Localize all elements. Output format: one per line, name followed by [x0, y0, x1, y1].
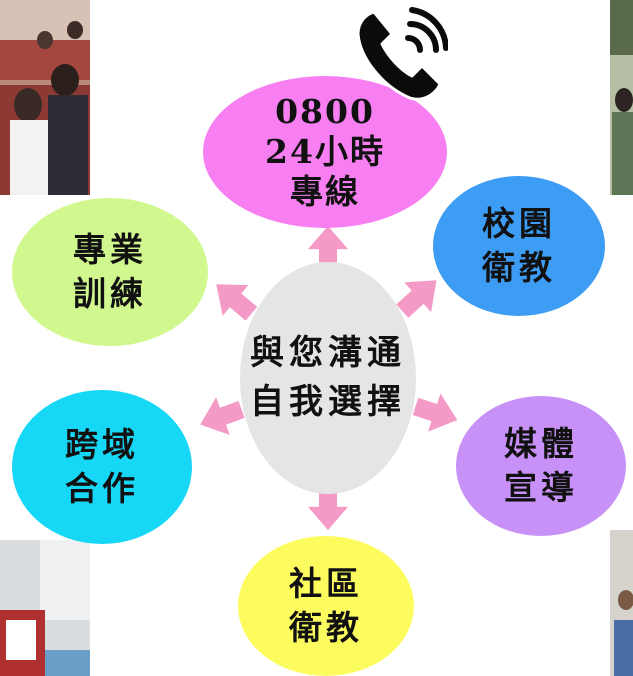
node-professional-training[interactable]: 專業 訓練 — [12, 198, 208, 346]
photo-staff-bottomleft — [0, 540, 90, 676]
photo-audience-topleft — [0, 0, 90, 195]
node-campus-health-education[interactable]: 校園 衛教 — [433, 176, 605, 316]
arrow-to-media — [412, 393, 458, 432]
hub-line-1: 與您溝通 — [250, 332, 406, 373]
node-media-promotion[interactable]: 媒體 宣導 — [456, 396, 626, 536]
arrow-to-hotline — [308, 226, 348, 268]
node-hotline[interactable]: 0800 24小時 專線 — [203, 76, 447, 228]
arrow-to-crossdomain — [200, 397, 245, 435]
arrow-to-campus — [396, 280, 437, 318]
photo-audience-topright — [610, 0, 633, 195]
phone-icon — [356, 7, 448, 101]
media-line-1: 媒體 — [504, 424, 578, 464]
crossdomain-line-2: 合作 — [65, 469, 139, 508]
hotline-line-2: 24小時 — [265, 131, 385, 171]
arrow-to-community — [308, 488, 348, 530]
node-cross-domain-cooperation[interactable]: 跨域 合作 — [12, 390, 192, 544]
crossdomain-line-1: 跨域 — [65, 425, 139, 465]
hotline-line-1: 0800 — [275, 91, 375, 131]
hub-node[interactable]: 與您溝通 自我選擇 — [240, 262, 416, 494]
hotline-line-3: 專線 — [290, 172, 360, 212]
hub-line-2: 自我選擇 — [250, 382, 406, 422]
campus-line-1: 校園 — [482, 204, 556, 244]
campus-line-2: 衛教 — [482, 248, 556, 287]
community-line-1: 社區 — [289, 564, 363, 604]
training-line-2: 訓練 — [73, 274, 147, 313]
media-line-2: 宣導 — [504, 468, 578, 507]
photo-staff-bottomright — [610, 530, 633, 676]
arrow-to-training — [216, 284, 258, 321]
node-community-health-education[interactable]: 社區 衛教 — [238, 536, 414, 676]
training-line-1: 專業 — [73, 230, 147, 270]
community-line-2: 衛教 — [289, 608, 363, 647]
